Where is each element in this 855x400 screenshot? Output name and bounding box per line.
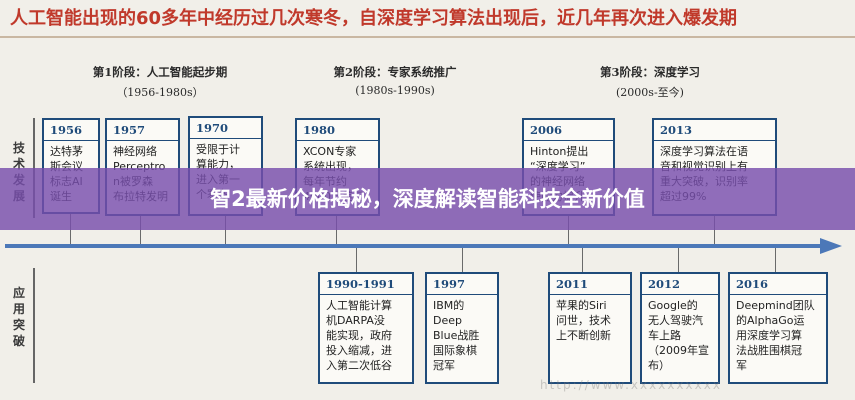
- card-year: 2006: [524, 120, 613, 141]
- card-text: Deepmind团队 的AlphaGo运 用深度学习算 法战胜围棋冠 军: [736, 299, 815, 372]
- phase-3-range: (2000s-至今): [616, 86, 684, 99]
- banner-title: 智2最新价格揭秘，深度解读智能科技全新价值: [210, 187, 645, 211]
- card-year: 2016: [730, 274, 826, 295]
- tick-connector: [714, 216, 715, 244]
- app-side-label: 应用突破: [10, 285, 28, 349]
- app-side-text: 应用突破: [12, 286, 25, 348]
- card-text: Google的 无人驾驶汽 车上路 （2009年宣 布）: [648, 299, 709, 372]
- card-year: 2011: [550, 274, 630, 295]
- card-year: 1997: [427, 274, 497, 295]
- phase-2-title: 第2阶段：专家系统推广: [333, 65, 457, 79]
- tick-connector: [678, 248, 679, 272]
- phase-1: 第1阶段：人工智能起步期 （1956-1980s）: [70, 64, 250, 100]
- card-year: 1956: [44, 120, 98, 141]
- app-card-2011: 2011 苹果的Siri 问世，技术 上不断创新: [548, 272, 632, 384]
- card-text: 人工智能计算 机DARPA没 能实现，政府 投入缩减，进 入第二次低谷: [326, 299, 392, 372]
- card-year: 1980: [297, 120, 378, 141]
- tick-connector: [775, 248, 776, 272]
- card-year: 2013: [654, 120, 775, 141]
- tick-connector: [582, 248, 583, 272]
- timeline-axis: [5, 244, 825, 248]
- title-banner: [0, 168, 855, 230]
- card-year: 1990-1991: [320, 274, 412, 295]
- card-year: 1970: [190, 118, 261, 139]
- card-text: 苹果的Siri 问世，技术 上不断创新: [556, 299, 611, 342]
- headline: 人工智能出现的60多年中经历过几次寒冬，自深度学习算法出现后，近几年再次进入爆发…: [10, 8, 738, 29]
- tick-connector: [356, 248, 357, 272]
- phase-2: 第2阶段：专家系统推广 (1980s-1990s): [315, 64, 475, 97]
- phase-2-range: (1980s-1990s): [355, 84, 435, 97]
- phase-1-range: （1956-1980s）: [116, 86, 204, 99]
- card-text: IBM的 Deep Blue战胜 国际象棋 冠军: [433, 299, 480, 372]
- card-year: 2012: [642, 274, 718, 295]
- phase-3: 第3阶段：深度学习 (2000s-至今): [585, 64, 715, 100]
- app-card-1990-1991: 1990-1991 人工智能计算 机DARPA没 能实现，政府 投入缩减，进 入…: [318, 272, 414, 384]
- card-year: 1957: [107, 120, 178, 141]
- tick-connector: [462, 248, 463, 272]
- phase-3-title: 第3阶段：深度学习: [599, 65, 700, 79]
- tick-connector: [140, 216, 141, 244]
- tick-connector: [336, 216, 337, 244]
- tick-connector: [225, 216, 226, 244]
- app-card-2012: 2012 Google的 无人驾驶汽 车上路 （2009年宣 布）: [640, 272, 720, 384]
- app-side-bar: [33, 268, 35, 383]
- timeline-arrowhead: [820, 238, 842, 254]
- app-card-1997: 1997 IBM的 Deep Blue战胜 国际象棋 冠军: [425, 272, 499, 384]
- app-card-2016: 2016 Deepmind团队 的AlphaGo运 用深度学习算 法战胜围棋冠 …: [728, 272, 828, 384]
- watermark: http://www.xxxxxxxxxx: [540, 378, 722, 392]
- phase-1-title: 第1阶段：人工智能起步期: [92, 65, 228, 79]
- tick-connector: [568, 216, 569, 244]
- header-divider: [0, 36, 855, 38]
